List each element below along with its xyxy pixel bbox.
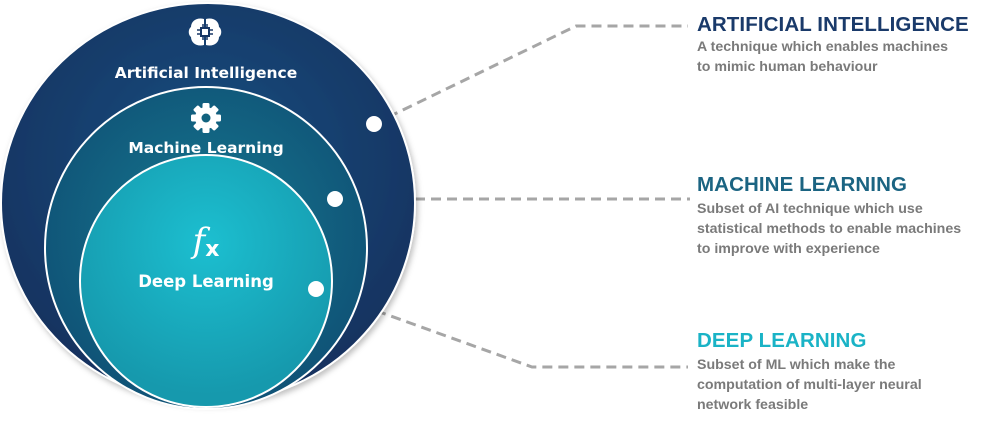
dl-description-line: Subset of ML which make the <box>697 357 896 373</box>
ml-description-text: Subset of AI technique which use statist… <box>697 199 961 259</box>
ml-description: MACHINE LEARNING Subset of AI technique … <box>697 174 961 259</box>
dl-description-line: network feasible <box>697 397 809 413</box>
ml-description-line: Subset of AI technique which use <box>697 201 923 217</box>
ml-circle-label: Machine Learning <box>128 139 283 157</box>
ml-description-line: statistical methods to enable machines <box>697 221 962 237</box>
dl-connector-dot <box>308 281 324 297</box>
ai-circle-label: Artificial Intelligence <box>115 64 298 82</box>
ai-description-title: ARTIFICIAL INTELLIGENCE <box>697 13 969 36</box>
dl-description-title: DEEP LEARNING <box>697 329 867 352</box>
dl-connector-line <box>315 287 688 369</box>
dl-description-text: Subset of ML which make the computation … <box>697 355 922 415</box>
ai-description-text: A technique which enables machines to mi… <box>697 37 969 77</box>
brain-chip-icon <box>188 18 222 46</box>
ai-connector-line <box>373 24 688 126</box>
ml-description-line: to improve with experience <box>697 241 880 257</box>
ai-description: ARTIFICIAL INTELLIGENCE A technique whic… <box>697 14 969 77</box>
ml-connector-dot <box>327 191 343 207</box>
dl-circle-label: Deep Learning <box>138 272 274 291</box>
ml-description-title: MACHINE LEARNING <box>697 173 908 196</box>
dl-description-line: computation of multi-layer neural <box>697 377 922 393</box>
gear-icon <box>191 103 221 133</box>
ai-description-line: A technique which enables machines <box>697 39 948 55</box>
dl-inner-circle <box>79 154 333 408</box>
ai-connector-dot <box>366 116 382 132</box>
dl-description: DEEP LEARNING Subset of ML which make th… <box>697 330 922 415</box>
ai-description-line: to mimic human behaviour <box>697 59 878 75</box>
